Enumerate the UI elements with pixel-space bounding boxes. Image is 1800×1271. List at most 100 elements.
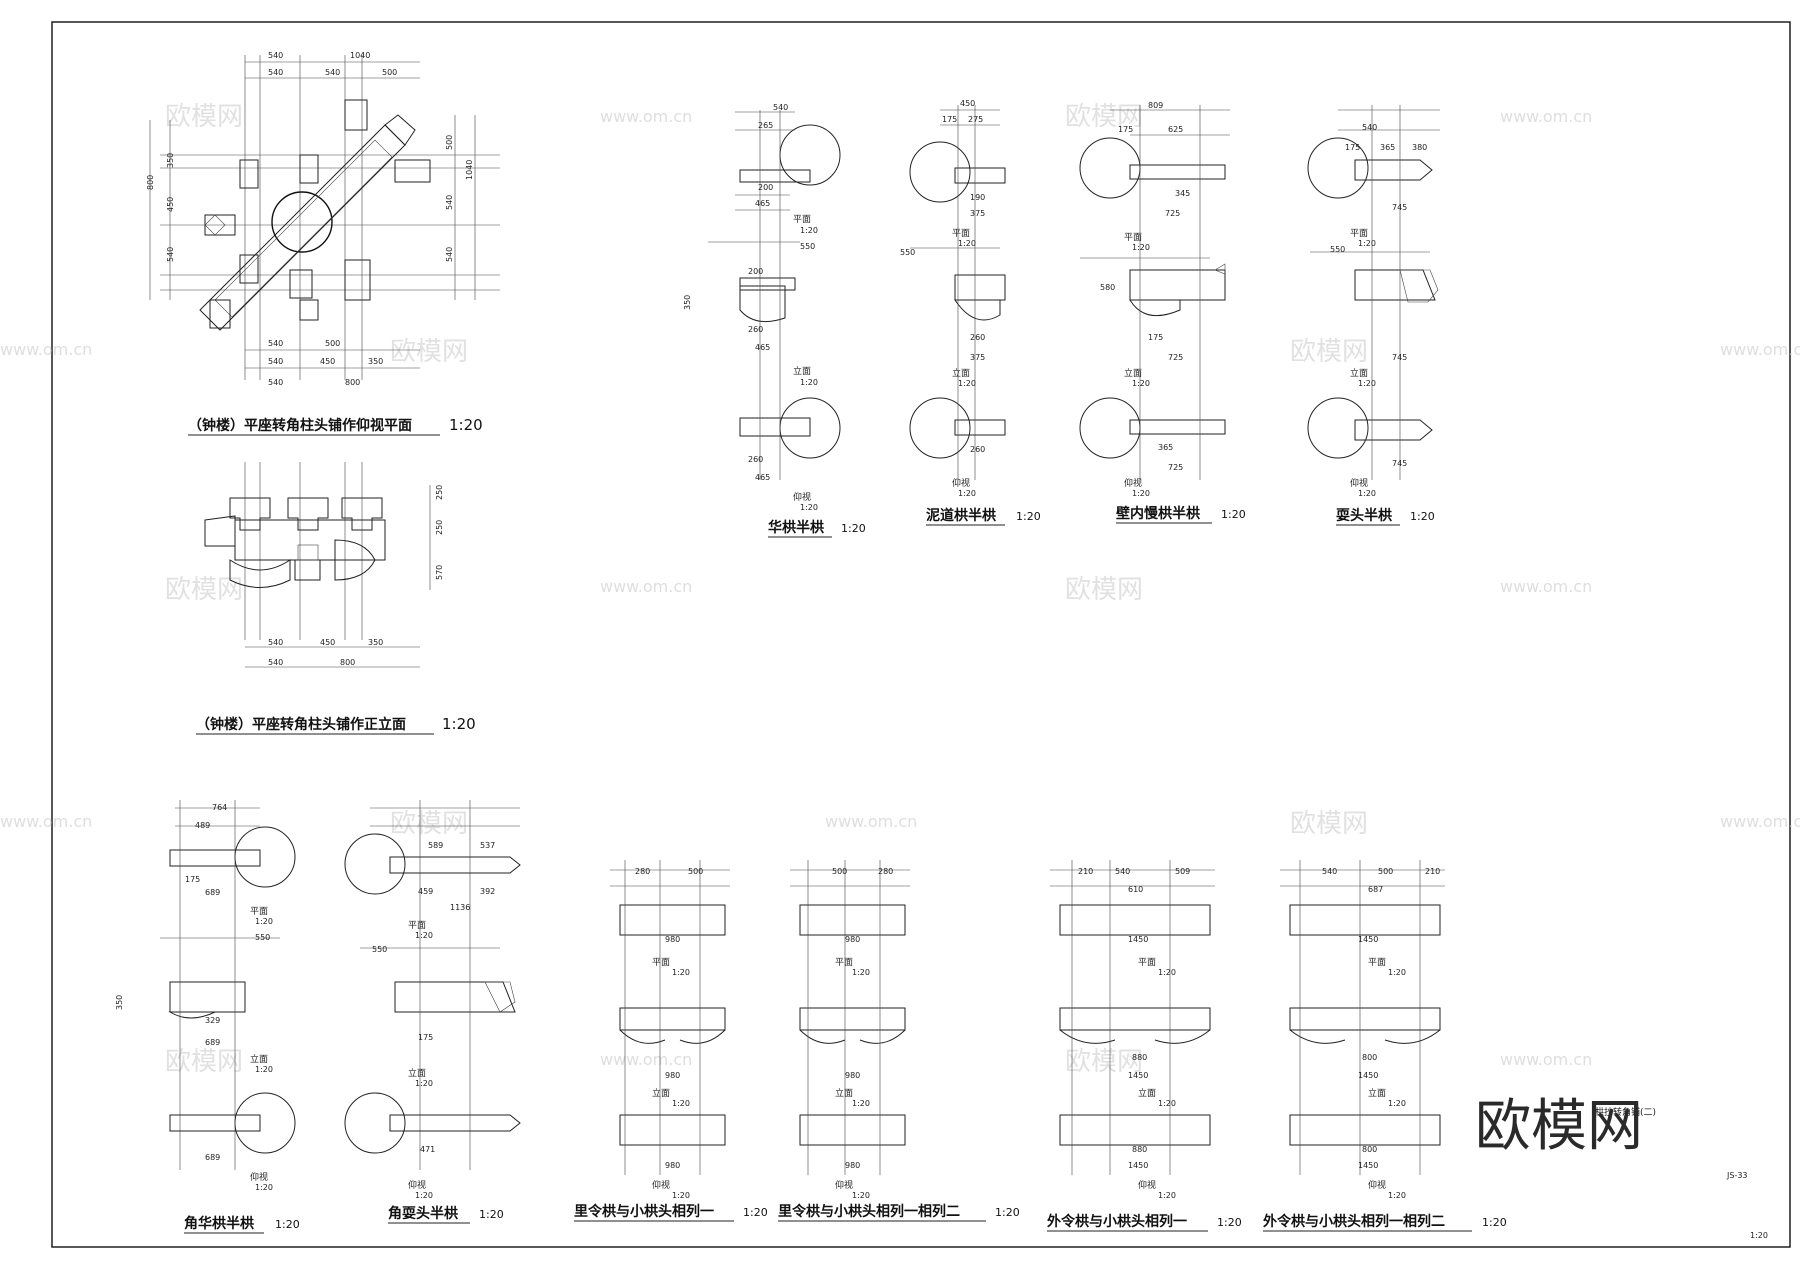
view-scale: 1:20 xyxy=(958,379,976,388)
dim-label: 540 xyxy=(166,247,175,262)
drawing-scale: 1:20 xyxy=(479,1208,504,1221)
view-label-elevation: 立面 xyxy=(1138,1087,1156,1099)
dim-label: 509 xyxy=(1175,867,1190,876)
dim-label: 540 xyxy=(268,51,283,60)
drawing-scale: 1:20 xyxy=(1217,1216,1242,1229)
dim-label: 980 xyxy=(665,1071,680,1080)
dim-label: 350 xyxy=(368,638,383,647)
view-label-plan: 平面 xyxy=(793,214,811,225)
watermark-brand: 欧模网 xyxy=(1290,337,1368,367)
watermark-layer: 欧模网 www.om.cn 欧模网 www.om.cn www.om.cn 欧模… xyxy=(0,102,1800,1077)
dim-label: 809 xyxy=(1148,101,1163,110)
dim-label: 500 xyxy=(382,68,397,77)
view-label-soffit: 仰视 xyxy=(793,491,811,503)
dim-label: 365 xyxy=(1158,443,1173,452)
dim-label: 175 xyxy=(1345,143,1360,152)
view-label-soffit: 仰视 xyxy=(1368,1179,1386,1191)
dim-label: 550 xyxy=(900,248,915,257)
view-label-plan: 平面 xyxy=(835,957,853,968)
view-label-plan: 平面 xyxy=(952,228,970,239)
dim-label: 465 xyxy=(755,343,770,352)
dim-label: 260 xyxy=(748,455,763,464)
drawing-title: 里令栱与小栱头相列一 xyxy=(574,1203,714,1220)
dim-label: 1450 xyxy=(1358,1161,1378,1170)
drawing-wailing2: 540 500 210 687 1450 平面 1:20 800 1450 立面… xyxy=(1263,860,1507,1232)
view-scale: 1:20 xyxy=(672,1099,690,1108)
view-label-soffit: 仰视 xyxy=(250,1171,268,1183)
dim-label: 880 xyxy=(1132,1053,1147,1062)
view-label-elevation: 立面 xyxy=(1124,367,1142,379)
sheet-scale: 1:20 xyxy=(1750,1231,1768,1240)
drawing-shuatou: 540 175 365 380 745 平面 1:20 550 745 立面 1… xyxy=(1307,105,1440,526)
dim-label: 800 xyxy=(146,175,155,190)
view-scale: 1:20 xyxy=(852,1099,870,1108)
dim-label: 500 xyxy=(325,339,340,348)
view-scale: 1:20 xyxy=(958,489,976,498)
dim-label: 800 xyxy=(345,378,360,387)
view-scale: 1:20 xyxy=(1358,239,1376,248)
drawing-liling1: 280 500 980 平面 1:20 980 立面 1:20 980 仰视 1… xyxy=(574,860,768,1222)
dim-label: 500 xyxy=(445,135,454,150)
drawing-title: 外令栱与小栱头相列一相列二 xyxy=(1263,1213,1445,1230)
drawing-scale: 1:20 xyxy=(1482,1216,1507,1229)
dim-label: 980 xyxy=(665,1161,680,1170)
drawing-scale: 1:20 xyxy=(841,522,866,535)
drawing-title: 角华栱半栱 xyxy=(184,1215,254,1232)
dim-label: 500 xyxy=(1378,867,1393,876)
sheet-code: JS-33 xyxy=(1726,1171,1748,1180)
drawing-jiaoshua: 589 537 459 392 1136 平面 1:20 550 175 立面 … xyxy=(344,800,521,1224)
dim-label: 345 xyxy=(1175,189,1190,198)
watermark-url: www.om.cn xyxy=(600,107,692,126)
view-scale: 1:20 xyxy=(255,917,273,926)
view-scale: 1:20 xyxy=(255,1065,273,1074)
drawing-title: 华栱半栱 xyxy=(768,519,824,536)
drawing-title: 泥道栱半栱 xyxy=(926,507,996,524)
view-label-soffit: 仰视 xyxy=(952,477,970,489)
dim-label: 540 xyxy=(325,68,340,77)
dim-label: 540 xyxy=(1362,123,1377,132)
view-scale: 1:20 xyxy=(415,1191,433,1200)
dim-label: 580 xyxy=(1100,283,1115,292)
dim-label: 540 xyxy=(268,339,283,348)
view-scale: 1:20 xyxy=(672,968,690,977)
dim-label: 350 xyxy=(115,995,124,1010)
dim-label: 980 xyxy=(845,935,860,944)
dim-label: 537 xyxy=(480,841,495,850)
watermark-url: www.om.cn xyxy=(825,812,917,831)
drawing-title: （钟楼）平座转角柱头铺作仰视平面 xyxy=(188,417,412,434)
dim-label: 980 xyxy=(845,1071,860,1080)
view-label-elevation: 立面 xyxy=(1368,1087,1386,1099)
dim-label: 745 xyxy=(1392,203,1407,212)
drawing-scale: 1:20 xyxy=(449,416,483,434)
drawing-nidao: 450 175 275 190 375 平面 1:20 550 260 375 … xyxy=(900,99,1041,526)
view-label-plan: 平面 xyxy=(652,957,670,968)
watermark-url: www.om.cn xyxy=(600,1050,692,1069)
dim-label: 550 xyxy=(255,933,270,942)
dim-label: 980 xyxy=(665,935,680,944)
dim-label: 550 xyxy=(1330,245,1345,254)
dim-label: 550 xyxy=(800,242,815,251)
watermark-url: www.om.cn xyxy=(600,577,692,596)
dim-label: 725 xyxy=(1168,353,1183,362)
dim-label: 450 xyxy=(320,638,335,647)
drawing-scale: 1:20 xyxy=(995,1206,1020,1219)
view-scale: 1:20 xyxy=(672,1191,690,1200)
view-scale: 1:20 xyxy=(852,968,870,977)
dim-label: 800 xyxy=(1362,1145,1377,1154)
dim-label: 610 xyxy=(1128,885,1143,894)
drawing-scale: 1:20 xyxy=(275,1218,300,1231)
dim-label: 1450 xyxy=(1358,1071,1378,1080)
watermark-url: www.om.cn xyxy=(0,340,92,359)
view-label-soffit: 仰视 xyxy=(1350,477,1368,489)
dim-label: 570 xyxy=(435,565,444,580)
drawing-scale: 1:20 xyxy=(442,715,476,733)
dim-label: 800 xyxy=(340,658,355,667)
dim-label: 1040 xyxy=(350,51,370,60)
view-scale: 1:20 xyxy=(1132,489,1150,498)
dim-label: 980 xyxy=(845,1161,860,1170)
dim-label: 380 xyxy=(1412,143,1427,152)
dim-label: 471 xyxy=(420,1145,435,1154)
dim-label: 175 xyxy=(942,115,957,124)
dim-label: 350 xyxy=(166,153,175,168)
watermark-brand: 欧模网 xyxy=(1065,1047,1143,1077)
